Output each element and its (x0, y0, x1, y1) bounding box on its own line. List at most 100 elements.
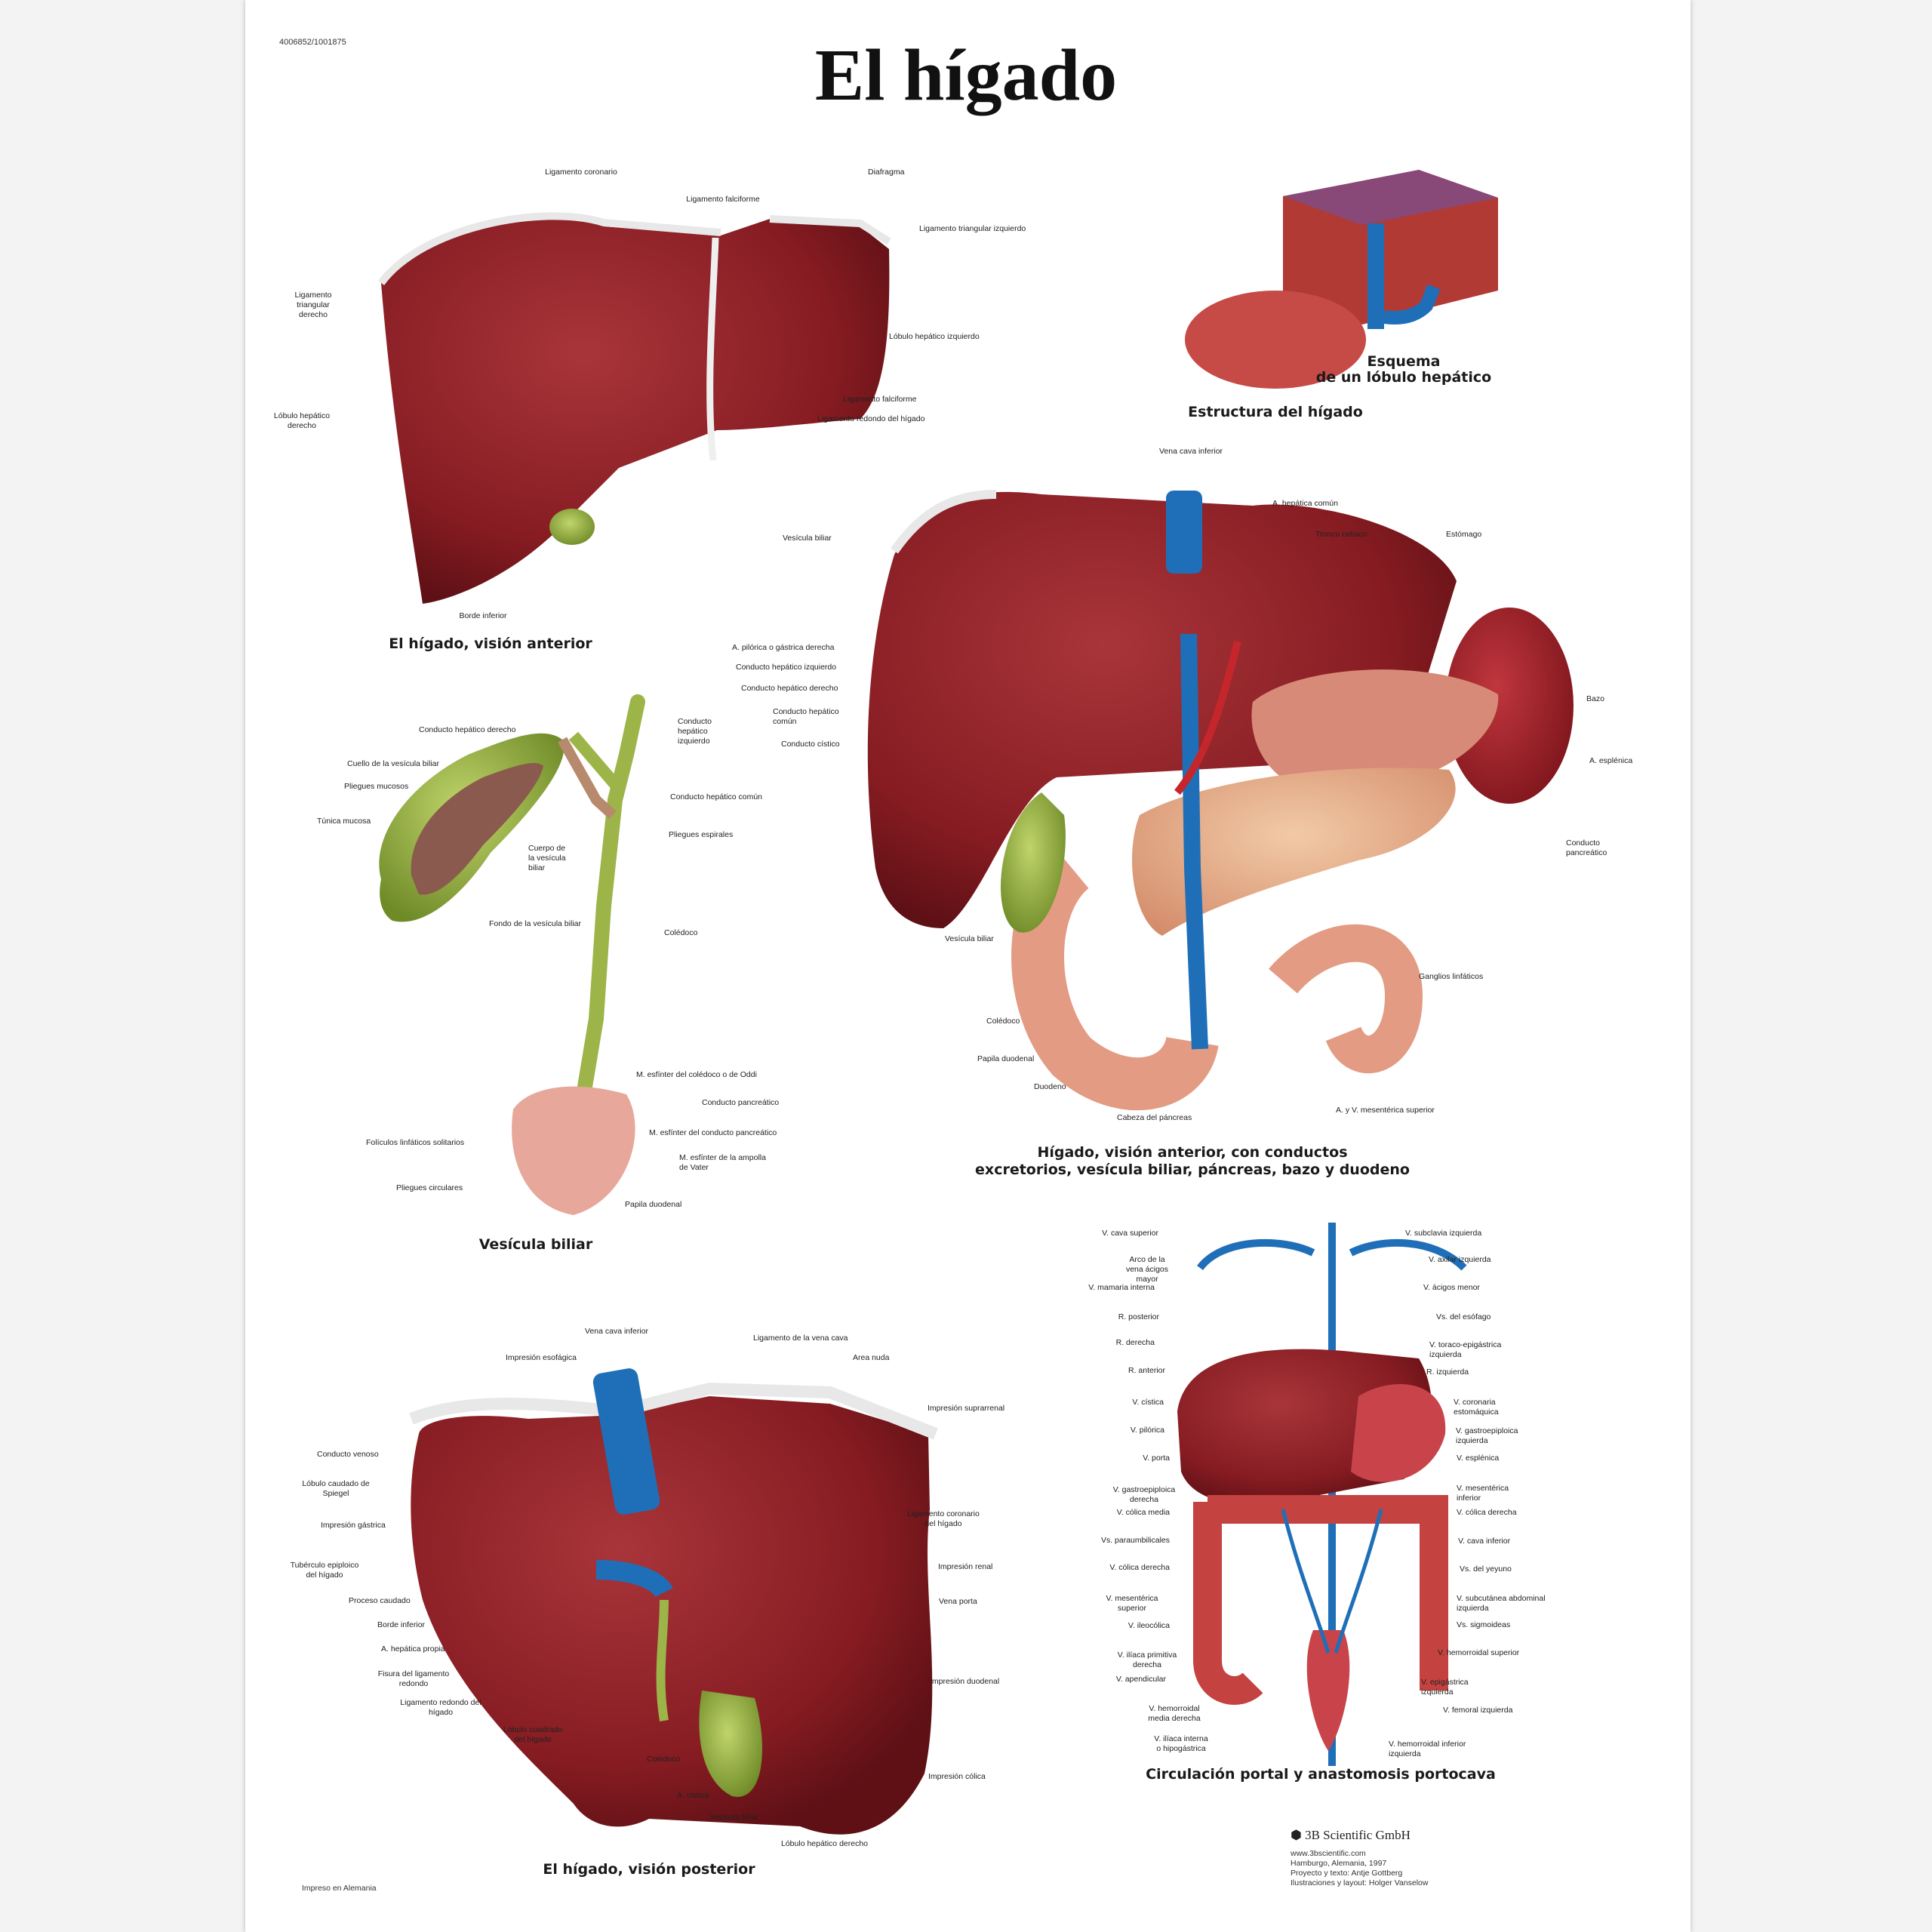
label-anterior-7: Ligamento falciforme (843, 395, 917, 404)
duodenal-wall (512, 1086, 635, 1215)
collecting-vein (1383, 284, 1441, 325)
label-vesicula-8: Pliegues espirales (669, 830, 734, 839)
liver-posterior-illustration (409, 1368, 938, 1835)
label-anterior-10: Borde inferior (459, 611, 507, 620)
label-posterior-20: A. cística (677, 1791, 709, 1800)
label-excretorios-2: Tronco celíaco (1315, 530, 1367, 539)
label-posterior-1: Ligamento de la vena cava (753, 1334, 848, 1343)
label-excretorios-8: Conducto cístico (781, 740, 840, 749)
label-portal-9: V. gastroepiploica derecha (1112, 1485, 1176, 1504)
label-portal-26: V. gastroepiploica izquierda (1456, 1426, 1518, 1445)
caption-estructura: Estructura del hígado (1188, 404, 1363, 420)
lobule-schematic-illustration (1185, 170, 1498, 389)
label-posterior-7: Impresión gástrica (321, 1521, 386, 1530)
label-portal-10: V. cólica media (1116, 1508, 1170, 1517)
publisher-text-credit: Proyecto y texto: Antje Gottberg (1291, 1869, 1403, 1878)
stomach-portal (1351, 1384, 1446, 1482)
label-portal-36: V. femoral izquierda (1443, 1706, 1513, 1715)
label-vesicula-13: M. esfínter de la ampolla de Vater (679, 1153, 766, 1172)
label-portal-29: V. cólica derecha (1457, 1508, 1517, 1517)
publisher-web: www.3bscientific.com (1291, 1849, 1366, 1858)
common-bile-duct (577, 694, 645, 1094)
label-anterior-4: Ligamento triangular derecho (294, 291, 332, 319)
label-excretorios-0: Vena cava inferior (1159, 447, 1223, 456)
label-anterior-2: Diafragma (868, 168, 905, 177)
caption-esquema-2: de un lóbulo hepático (1315, 369, 1492, 386)
catalog-code: 4006852/1001875 (279, 38, 346, 47)
label-posterior-19: Colédoco (647, 1755, 681, 1764)
label-excretorios-9: Bazo (1586, 694, 1604, 703)
vena-cava-overview (1166, 491, 1202, 574)
label-posterior-21: Impresión cólica (928, 1772, 986, 1781)
cystic-duct (557, 737, 617, 820)
label-excretorios-14: Colédoco (986, 1017, 1020, 1026)
label-excretorios-7: Conducto hepático común (773, 707, 839, 726)
caption-excretorios-1: Hígado, visión anterior, con conductos (1037, 1144, 1348, 1161)
label-posterior-3: Area nuda (853, 1353, 890, 1362)
label-vesicula-9: Colédoco (664, 928, 698, 937)
label-vesicula-14: Folículos linfáticos solitarios (366, 1138, 465, 1147)
spleen (1445, 608, 1574, 804)
label-portal-37: V. hemorroidal inferior izquierda (1389, 1740, 1466, 1758)
label-vesicula-4: Cuerpo de la vesícula biliar (528, 844, 566, 872)
label-portal-15: V. ilíaca primitiva derecha (1117, 1651, 1177, 1669)
label-portal-34: V. hemorroidal superior (1438, 1648, 1520, 1657)
label-excretorios-1: A. hepática común (1272, 499, 1338, 508)
label-portal-23: V. toraco-epigástrica izquierda (1429, 1340, 1502, 1359)
subclavian-arch (1197, 1238, 1467, 1271)
publisher-illustration-credit: Ilustraciones y layout: Holger Vanselow (1291, 1878, 1429, 1887)
label-portal-24: R. izquierda (1426, 1367, 1469, 1377)
label-excretorios-4: A. pilórica o gástrica derecha (732, 643, 835, 652)
label-anterior-0: Ligamento coronario (545, 168, 617, 177)
label-anterior-5: Lóbulo hepático izquierdo (889, 332, 980, 341)
label-posterior-9: Proceso caudado (349, 1596, 411, 1605)
label-portal-6: V. cística (1132, 1398, 1164, 1407)
label-portal-21: V. ácigos menor (1423, 1283, 1480, 1292)
label-vesicula-2: Pliegues mucosos (344, 782, 409, 791)
label-excretorios-10: A. esplénica (1589, 756, 1633, 765)
lobule-cross-section (1185, 291, 1366, 389)
label-anterior-8: Ligamento redondo del hígado (817, 414, 925, 423)
publisher-place: Hamburgo, Alemania, 1997 (1291, 1859, 1387, 1868)
label-portal-8: V. porta (1143, 1454, 1170, 1463)
label-portal-4: R. derecha (1115, 1338, 1155, 1347)
printed-in: Impreso en Alemania (302, 1884, 377, 1893)
label-portal-19: V. subclavia izquierda (1405, 1229, 1482, 1238)
label-portal-35: V. epigástrica izquierda (1421, 1678, 1469, 1697)
label-portal-20: V. axilar izquierda (1429, 1255, 1491, 1264)
lobule-top-surface (1283, 170, 1498, 225)
rectum-portal (1306, 1630, 1350, 1751)
caption-portal: Circulación portal y anastomosis portoca… (1146, 1766, 1496, 1783)
caption-vesicula: Vesícula biliar (478, 1236, 593, 1253)
publisher-brand: ⬢ 3B Scientific GmbH (1291, 1828, 1411, 1843)
label-anterior-9: Vesícula biliar (783, 534, 832, 543)
liver-anterior-illustration (377, 212, 891, 604)
diaphragm-edge-left (769, 215, 891, 245)
caption-anterior: El hígado, visión anterior (389, 635, 592, 652)
page-title: El hígado (814, 35, 1118, 116)
label-posterior-17: Vena porta (939, 1597, 977, 1606)
label-anterior-6: Lóbulo hepático derecho (273, 411, 331, 430)
label-posterior-5: Conducto venoso (317, 1450, 379, 1459)
label-portal-13: V. mesentérica superior (1106, 1594, 1158, 1613)
label-portal-14: V. ileocólica (1128, 1621, 1170, 1630)
label-posterior-10: Borde inferior (377, 1620, 426, 1629)
label-posterior-16: Impresión renal (938, 1562, 993, 1571)
label-portal-30: V. cava inferior (1458, 1537, 1511, 1546)
liver-shape (381, 218, 890, 604)
falciform-ligament (706, 237, 719, 461)
portal-vein-overview (1180, 633, 1208, 1050)
hepatic-duct-right (568, 731, 624, 793)
gallbladder-anterior (549, 509, 595, 545)
label-posterior-0: Vena cava inferior (585, 1327, 649, 1336)
publisher-name: 3B Scientific GmbH (1305, 1828, 1411, 1842)
label-posterior-4: Impresión suprarrenal (928, 1404, 1005, 1413)
label-vesicula-3: Túnica mucosa (317, 817, 371, 826)
label-portal-3: R. posterior (1118, 1312, 1159, 1321)
caption-excretorios-2: excretorios, vesícula biliar, páncreas, … (975, 1161, 1410, 1178)
label-posterior-6: Lóbulo caudado de Spiegel (302, 1479, 370, 1498)
label-portal-16: V. apendicular (1115, 1675, 1166, 1684)
label-excretorios-5: Conducto hepático izquierdo (736, 663, 837, 672)
label-posterior-8: Tubérculo epiploico del hígado (290, 1561, 359, 1580)
